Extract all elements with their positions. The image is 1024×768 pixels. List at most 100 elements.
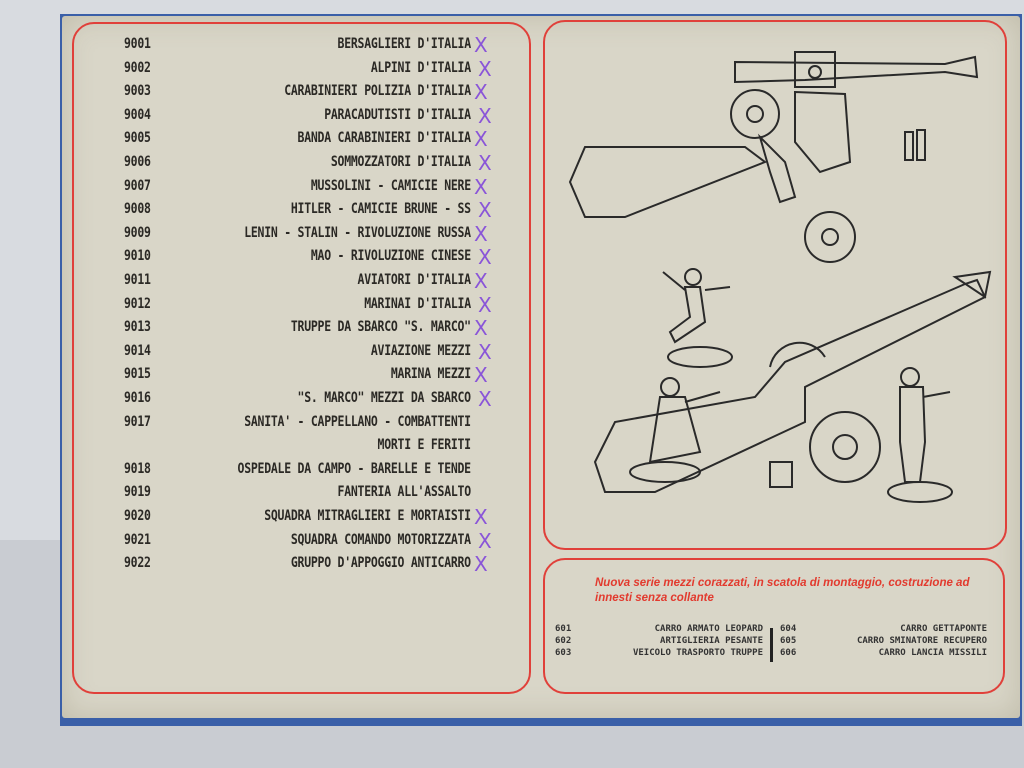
- catalog-item: 9002 ALPINI D'ITALIA: [124, 59, 471, 82]
- item-code: 9018: [124, 460, 151, 477]
- exploded-parts-drawing: [568, 51, 979, 263]
- new-series-panel: Nuova serie mezzi corazzati, in scatola …: [543, 558, 1005, 694]
- catalog-item: 9008 HITLER - CAMICIE BRUNE - SS: [124, 201, 471, 223]
- purple-x-checkmark-icon: X: [474, 33, 488, 57]
- purple-x-checkmark-icon: X: [478, 151, 492, 175]
- purple-x-checkmark-icon: X: [478, 245, 492, 270]
- item-title: MAO - RIVOLUZIONE CINESE: [310, 248, 471, 265]
- item-title: CARABINIERI POLIZIA D'ITALIA: [284, 83, 471, 100]
- item-code: 9003: [124, 83, 151, 100]
- catalog-item: MORTI E FERITI: [124, 437, 472, 459]
- catalog-item: 9011 AVIATORI D'ITALIA: [124, 272, 471, 294]
- catalog-item: 9016 "S. MARCO" MEZZI DA SBARCO: [124, 390, 471, 412]
- column-divider: [770, 628, 773, 662]
- item-code: 9005: [124, 130, 151, 147]
- purple-x-checkmark-icon: X: [474, 316, 488, 341]
- series-title: CARRO GETTAPONTE: [900, 624, 987, 634]
- series-title: VEICOLO TRASPORTO TRUPPE: [632, 648, 763, 658]
- catalog-item: 9006 SOMMOZZATORI D'ITALIA: [124, 154, 471, 176]
- catalog-item: 9003 CARABINIERI POLIZIA D'ITALIA: [124, 83, 471, 105]
- item-title: FANTERIA ALL'ASSALTO: [337, 484, 472, 501]
- purple-x-checkmark-icon: X: [478, 198, 492, 223]
- purple-x-checkmark-icon: X: [474, 363, 488, 388]
- purple-x-checkmark-icon: X: [478, 528, 492, 553]
- item-code: 9011: [124, 272, 151, 288]
- catalog-item: 9014 AVIAZIONE MEZZI: [124, 342, 471, 365]
- item-title: BERSAGLIERI D'ITALIA: [337, 36, 472, 52]
- item-code: 9013: [124, 319, 151, 336]
- box-back-face: [62, 16, 1020, 718]
- item-title: MUSSOLINI - CAMICIE NERE: [310, 177, 471, 194]
- item-code: 9014: [124, 342, 151, 359]
- series-code: 601: [555, 624, 572, 634]
- item-title: BANDA CARABINIERI D'ITALIA: [297, 130, 472, 147]
- catalog-item: 9001 BERSAGLIERI D'ITALIA: [124, 36, 471, 58]
- item-title: HITLER - CAMICIE BRUNE - SS: [290, 201, 471, 218]
- series-code: 602: [555, 636, 572, 646]
- item-title: MARINAI D'ITALIA: [364, 295, 471, 312]
- series-code: 605: [780, 636, 797, 646]
- item-code: 9001: [124, 36, 151, 52]
- catalog-item: 9007 MUSSOLINI - CAMICIE NERE: [124, 177, 471, 200]
- item-title: SQUADRA MITRAGLIERI E MORTAISTI: [264, 508, 471, 524]
- purple-x-checkmark-icon: X: [478, 56, 492, 81]
- purple-x-checkmark-icon: X: [474, 505, 488, 529]
- item-code: 9007: [124, 177, 151, 194]
- item-code: 9008: [124, 201, 151, 218]
- purple-x-checkmark-icon: X: [474, 127, 488, 152]
- item-title: ALPINI D'ITALIA: [370, 59, 471, 76]
- series-code: 603: [555, 648, 572, 658]
- item-title: MARINA MEZZI: [390, 366, 471, 383]
- series-title: CARRO LANCIA MISSILI: [878, 648, 987, 658]
- item-title: SANITA' - CAPPELLANO - COMBATTENTI: [244, 413, 471, 430]
- item-code: 9004: [124, 106, 151, 123]
- purple-x-checkmark-icon: X: [478, 339, 492, 364]
- item-code: 9016: [124, 390, 151, 406]
- catalog-item: 9013 TRUPPE DA SBARCO "S. MARCO": [124, 319, 471, 341]
- item-title: SQUADRA COMANDO MOTORIZZATA: [290, 531, 471, 548]
- purple-x-checkmark-icon: X: [478, 292, 492, 317]
- item-code: 9017: [124, 413, 151, 430]
- item-title: SOMMOZZATORI D'ITALIA: [330, 154, 471, 170]
- item-title: PARACADUTISTI D'ITALIA: [324, 106, 471, 123]
- series-code: 606: [780, 648, 797, 658]
- purple-x-checkmark-icon: X: [474, 221, 488, 246]
- item-code: 9010: [124, 248, 151, 265]
- purple-x-checkmark-icon: X: [478, 103, 492, 128]
- item-title: "S. MARCO" MEZZI DA SBARCO: [297, 390, 472, 406]
- illustration-panel: [543, 20, 1007, 550]
- purple-x-checkmark-icon: X: [474, 80, 488, 105]
- item-title: LENIN - STALIN - RIVOLUZIONE RUSSA: [244, 224, 471, 241]
- catalog-item: 9010 MAO - RIVOLUZIONE CINESE: [124, 248, 471, 270]
- item-title: TRUPPE DA SBARCO "S. MARCO": [290, 319, 471, 336]
- item-code: 9002: [124, 59, 151, 76]
- series-title: ARTIGLIERIA PESANTE: [660, 636, 763, 646]
- item-code: 9022: [124, 555, 151, 572]
- howitzer-illustration: [568, 51, 992, 503]
- item-code: 9009: [124, 224, 151, 241]
- purple-x-checkmark-icon: X: [478, 387, 492, 411]
- series-code: 604: [780, 624, 797, 634]
- assembled-howitzer-drawing: [593, 270, 992, 493]
- purple-x-checkmark-icon: X: [474, 174, 488, 199]
- catalog-item: 9004 PARACADUTISTI D'ITALIA: [124, 106, 471, 129]
- catalog-item: 9022 GRUPPO D'APPOGGIO ANTICARRO: [124, 555, 471, 577]
- catalog-item: 9020 SQUADRA MITRAGLIERI E MORTAISTI: [124, 508, 471, 530]
- catalog-item: 9005 BANDA CARABINIERI D'ITALIA: [124, 130, 471, 152]
- catalog-item: 9009 LENIN - STALIN - RIVOLUZIONE RUSSA: [124, 224, 471, 247]
- catalog-item: 9012 MARINAI D'ITALIA: [124, 295, 471, 318]
- item-code: 9020: [124, 508, 151, 524]
- item-code: 9012: [124, 295, 151, 312]
- item-title: GRUPPO D'APPOGGIO ANTICARRO: [290, 555, 471, 572]
- item-title: AVIAZIONE MEZZI: [370, 342, 471, 359]
- catalog-list-panel: [72, 22, 531, 694]
- catalog-item: 9017 SANITA' - CAPPELLANO - COMBATTENTI: [124, 413, 471, 436]
- item-code: 9006: [124, 154, 151, 170]
- soldier-figures-drawing: [629, 268, 953, 503]
- item-title: AVIATORI D'ITALIA: [357, 272, 472, 288]
- new-series-description: Nuova serie mezzi corazzati, in scatola …: [595, 577, 970, 604]
